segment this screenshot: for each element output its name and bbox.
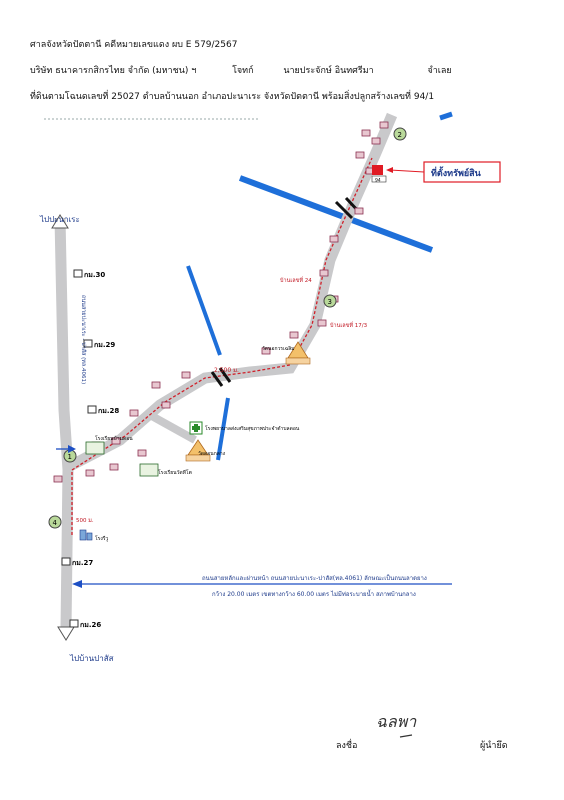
km-post-29: กม.29 <box>83 339 115 349</box>
svg-text:4: 4 <box>53 519 58 527</box>
arrow-right-icon <box>68 445 76 453</box>
hospital-label: โรงพยาบาลส่งเสริมสุขภาพประจำตำบลดอน <box>205 425 300 432</box>
road-diagonal <box>67 112 398 471</box>
arrow-up-icon <box>51 214 69 229</box>
property-label-box <box>423 161 501 183</box>
defendant-name: นายประจักษ์ อินทศรีมา <box>283 66 374 76</box>
parties-line: บริษัท ธนาคารกสิกรไทย จำกัด (มหาชน) ฯ โจ… <box>30 63 540 77</box>
distance-500-label: 500 ม. <box>76 518 94 524</box>
school-ban-don-label: โรงเรียนบ้านดอน <box>95 435 133 442</box>
road-note-line1: ถนนสายหลักและผ่านหน้า ถนนสายปะนาเระ-ปาสั… <box>202 573 427 582</box>
property-pointer <box>389 169 425 173</box>
svg-text:3: 3 <box>328 298 332 306</box>
location-map: กม.30 กม.29 กม.28 กม.27 กม.26 ไปปะนาเระ … <box>39 111 501 663</box>
factory-label: โรงรีวู <box>95 535 108 542</box>
km-post-27: กม.27 <box>61 557 93 567</box>
arrow-left-icon <box>386 167 393 173</box>
svg-text:2: 2 <box>398 131 402 139</box>
signature: ฉลพา <box>376 712 417 738</box>
km-post-26: กม.26 <box>69 619 101 629</box>
km-post-28: กม.28 <box>87 405 119 415</box>
km28-label: กม.28 <box>98 407 119 415</box>
plaintiff-name: บริษัท ธนาคารกสิกรไทย จำกัด (มหาชน) ฯ <box>30 66 197 76</box>
house-17-label: บ้านเลขที่ 17/3 <box>330 321 368 329</box>
road-branch <box>148 411 197 444</box>
plaintiff-label: โจทก์ <box>232 66 254 76</box>
route-marker-4: 4 <box>48 515 62 529</box>
house-24-label: บ้านเลขที่ 24 <box>280 276 312 284</box>
km27-label: กม.27 <box>72 559 93 567</box>
bridge-icon <box>210 367 232 387</box>
road-name-label: ถนนสายปะนาเระ - ปาสัส (ทล.4061) <box>80 295 87 384</box>
hospital-icon <box>189 421 203 435</box>
temple-icon <box>185 439 211 462</box>
factory-icon <box>79 529 93 541</box>
to-ban-pasat-label: ไปบ้านปาสัส <box>69 654 114 663</box>
school-icon <box>139 463 159 477</box>
river-left-lower <box>216 397 230 461</box>
km29-label: กม.29 <box>94 341 115 349</box>
river-left-upper <box>186 265 222 356</box>
distance-2500-label: 2,500 ม. <box>214 367 239 374</box>
route-path <box>71 157 373 535</box>
river-stub <box>439 111 453 121</box>
seizer-label: ผู้นำยึด <box>480 741 508 751</box>
route-marker-1: 1 <box>63 449 77 463</box>
arrow-down-icon <box>57 626 75 641</box>
house-number-box <box>371 175 387 183</box>
property-label: ที่ตั้งทรัพย์สิน <box>431 166 482 179</box>
property-description: ที่ดินตามโฉนดเลขที่ 25027 ตำบลบ้านนอก อำ… <box>30 92 435 102</box>
house-number: 94 <box>375 178 381 184</box>
temple-icon <box>285 341 311 365</box>
svg-text:ฉลพา: ฉลพา <box>376 712 417 731</box>
sign-label: ลงชื่อ <box>336 741 358 751</box>
school-icon <box>85 441 105 455</box>
km26-label: กม.26 <box>80 621 101 629</box>
km-post-30: กม.30 <box>73 269 105 279</box>
km30-label: กม.30 <box>84 271 105 279</box>
case-header: ศาลจังหวัดปัตตานี คดีหมายเลขแดง ผบ E 579… <box>30 40 238 50</box>
school-tha-nam-label: โรงเรียนวัดทีโต <box>158 469 192 476</box>
wat-tha-nam-label: วัดนอกวรเฉลิม <box>262 345 294 352</box>
defendant-label: จำเลย <box>427 66 452 76</box>
svg-text:1: 1 <box>68 453 72 461</box>
road-vertical <box>54 217 74 629</box>
route-marker-2: 2 <box>393 127 407 141</box>
river-upper <box>238 175 434 253</box>
arrow-left-icon <box>72 580 82 588</box>
property-marker <box>372 165 383 175</box>
route-marker-3: 3 <box>323 294 337 308</box>
to-panare-label: ไปปะนาเระ <box>39 215 80 224</box>
wat-don-label: วัดดอนกลาง <box>198 451 226 457</box>
road-note-line2: กว้าง 20.00 เมตร เขตทางกว้าง 60.00 เมตร … <box>212 588 416 598</box>
